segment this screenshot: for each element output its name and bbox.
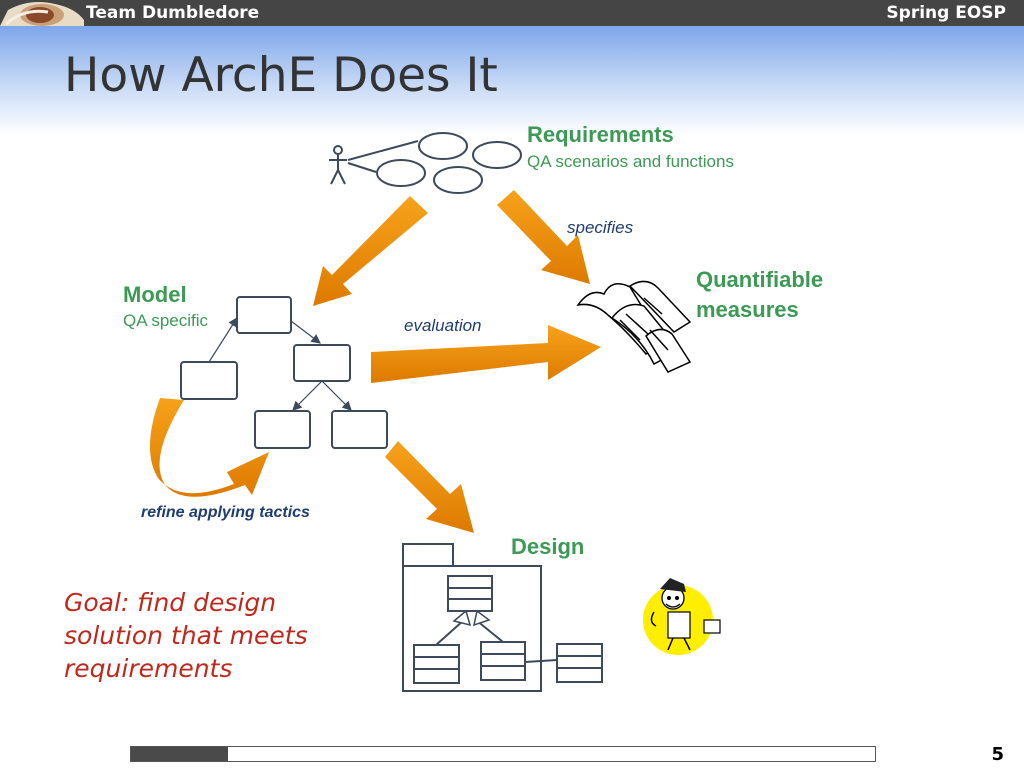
logo-image bbox=[0, 0, 86, 26]
model-label: Model bbox=[123, 282, 187, 307]
package-tab bbox=[402, 543, 454, 567]
uml-class bbox=[413, 644, 460, 684]
model-node bbox=[331, 410, 388, 449]
use-case-oval bbox=[433, 166, 483, 194]
requirements-sublabel: QA scenarios and functions bbox=[527, 152, 734, 171]
measures-label-line2: measures bbox=[696, 297, 799, 322]
specifies-label: specifies bbox=[567, 218, 634, 237]
use-case-oval bbox=[376, 159, 426, 187]
term-label: Spring EOSP bbox=[886, 3, 1006, 23]
arrow-requirements-to-measures bbox=[497, 190, 590, 284]
arrow-model-to-design bbox=[385, 441, 474, 533]
uml-class bbox=[480, 641, 526, 681]
goal-text: Goal: find design solution that meets re… bbox=[64, 588, 308, 683]
refine-label: refine applying tactics bbox=[141, 504, 310, 521]
use-case-oval bbox=[418, 132, 468, 160]
arrow-evaluation bbox=[371, 325, 601, 383]
uml-class bbox=[556, 643, 603, 683]
title-gradient-band bbox=[0, 26, 1024, 136]
use-case-diagram bbox=[329, 132, 522, 194]
team-name: Team Dumbledore bbox=[86, 3, 260, 23]
detective-icon bbox=[643, 578, 721, 655]
model-tree bbox=[180, 296, 388, 449]
slide-title: How ArchE Does It bbox=[64, 48, 498, 103]
model-sublabel: QA specific bbox=[123, 311, 209, 330]
requirements-label: Requirements bbox=[527, 122, 674, 147]
documents-icon bbox=[576, 280, 692, 373]
uml-class bbox=[447, 575, 493, 612]
arrow-requirements-to-model bbox=[313, 196, 428, 306]
model-node bbox=[180, 361, 238, 400]
model-node bbox=[293, 344, 351, 382]
design-uml-diagram bbox=[402, 543, 603, 692]
progress-bar bbox=[130, 746, 876, 762]
design-label: Design bbox=[511, 534, 585, 559]
header-bar: Team Dumbledore Spring EOSP bbox=[0, 0, 1024, 26]
measures-label-line1: Quantifiable bbox=[696, 267, 824, 292]
evaluation-label: evaluation bbox=[404, 316, 482, 335]
actor-icon bbox=[329, 145, 347, 185]
progress-fill bbox=[131, 747, 228, 761]
page-number: 5 bbox=[991, 744, 1004, 765]
use-case-oval bbox=[472, 141, 522, 169]
arrow-refine-loop bbox=[149, 398, 269, 497]
model-node bbox=[236, 296, 292, 334]
model-node bbox=[254, 410, 311, 449]
